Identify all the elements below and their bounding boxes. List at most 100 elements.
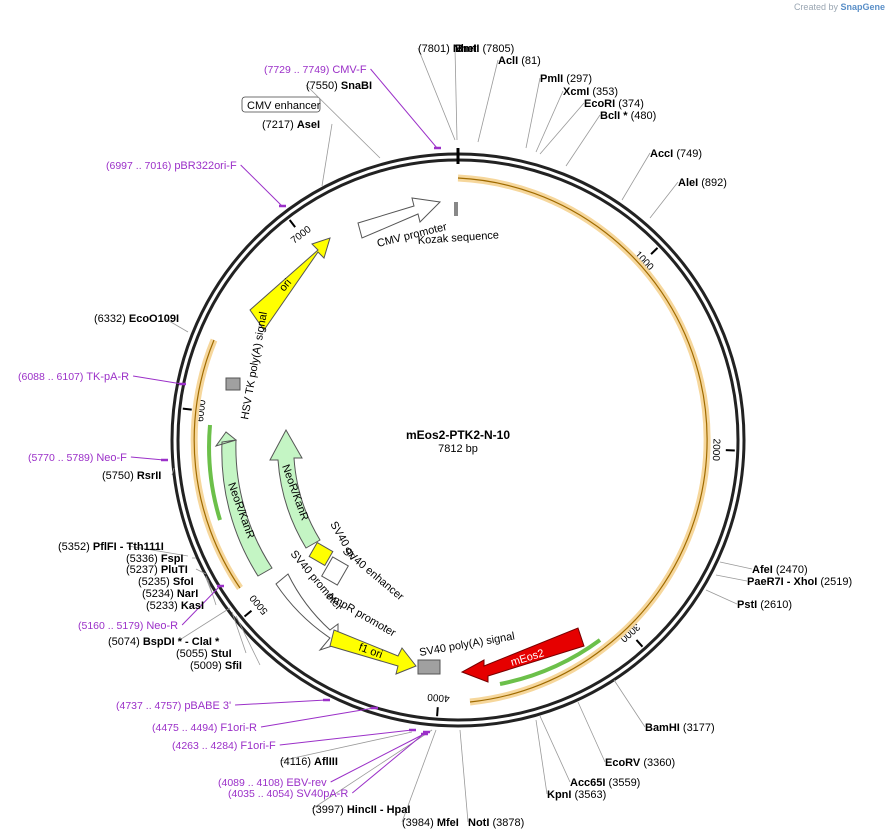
primer-label: (7729 .. 7749) CMV-F — [264, 64, 367, 76]
tick-label: 2000 — [710, 438, 722, 461]
enzyme-label: PaeR7I - XhoI (2519) — [747, 576, 852, 588]
enzyme-label: (4116) AflIII — [280, 756, 338, 768]
plasmid-name: mEos2-PTK2-N-10 — [406, 428, 510, 442]
enzyme-position: (3997) — [312, 804, 344, 816]
neokan-inner-arrow — [269, 428, 321, 549]
enzyme-position: (2519) — [820, 576, 852, 588]
enzyme-label: BclI * (480) — [600, 110, 656, 122]
primer-leader — [181, 585, 221, 626]
primer-leader — [235, 699, 327, 706]
enzyme-position: (7805) — [483, 43, 515, 55]
enzyme-position: (5234) — [142, 588, 174, 600]
tick-label: 5000 — [248, 592, 271, 616]
enzyme-leader — [613, 679, 646, 728]
enzyme-name: SfoI — [173, 576, 194, 588]
enzyme-label: (5352) PflFI - Tth111I — [58, 541, 164, 553]
enzyme-leader — [565, 114, 601, 167]
enzyme-name: NheI — [453, 43, 477, 55]
primer-leader — [240, 164, 283, 207]
enzyme-position: (5233) — [146, 600, 178, 612]
enzyme-name: PluTI — [161, 564, 188, 576]
credit-prefix: Created by — [793, 2, 838, 12]
cds-arc-orange-1-core — [457, 177, 708, 649]
enzyme-leader — [127, 545, 189, 557]
enzyme-position: (5074) — [108, 636, 140, 648]
enzyme-label: PstI (2610) — [737, 599, 792, 611]
primer-label: (4089 .. 4108) EBV-rev — [218, 777, 327, 789]
enzyme-label: (5233) KasI — [146, 600, 204, 612]
tick-label: 4000 — [427, 691, 450, 704]
enzyme-leader — [525, 77, 541, 149]
primer-name: Neo-F — [96, 452, 127, 464]
enzyme-leader — [719, 561, 753, 570]
enzyme-name: Acc65I — [570, 777, 605, 789]
primer-range: (7729 .. 7749) — [264, 64, 329, 76]
enzyme-leader — [401, 729, 437, 823]
primer-range: (5770 .. 5789) — [28, 452, 93, 464]
primer-label: (4263 .. 4284) F1ori-F — [172, 740, 276, 752]
enzyme-leader — [477, 59, 499, 143]
enzyme-leader — [417, 47, 456, 141]
enzyme-leader — [205, 577, 213, 594]
enzyme-label: (5235) SfoI — [138, 576, 194, 588]
enzyme-position: (6332) — [94, 313, 126, 325]
enzyme-name: AflIII — [314, 756, 338, 768]
enzyme-position: (7550) — [306, 80, 338, 92]
enzyme-label: (5336) FspI — [126, 553, 183, 565]
enzyme-label: AclI (81) — [498, 55, 541, 67]
enzyme-position: (2610) — [760, 599, 792, 611]
enzyme-label: Acc65I (3559) — [570, 777, 640, 789]
enzyme-name: XcmI — [563, 86, 589, 98]
enzyme-leader — [171, 467, 175, 476]
enzyme-name: BmtI — [455, 43, 479, 55]
enzyme-position: (480) — [631, 110, 657, 122]
snapgene-credit: Created by SnapGene — [794, 2, 885, 12]
primer-range: (4263 .. 4284) — [172, 740, 237, 752]
enzyme-leader — [279, 731, 413, 762]
primer-name: F1ori-R — [220, 722, 257, 734]
enzyme-position: (749) — [676, 148, 702, 160]
primer-label: (5160 .. 5179) Neo-R — [78, 620, 178, 632]
sv40-enhancer-label: SV40 enhancer — [340, 545, 406, 603]
neokan-outer-arrow — [214, 431, 273, 577]
enzyme-label: (5009) SfiI — [190, 660, 242, 672]
primer-range: (4475 .. 4494) — [152, 722, 217, 734]
enzyme-name: NarI — [177, 588, 198, 600]
enzyme-name-2: HpaI — [387, 804, 411, 816]
enzyme-leader — [235, 615, 261, 666]
enzyme-name: BclI * — [600, 110, 628, 122]
enzyme-name: SnaBI — [341, 80, 372, 92]
enzyme-name: PflFI — [93, 541, 117, 553]
tick-6000 — [182, 407, 192, 411]
enzyme-leader — [321, 123, 333, 187]
primer-label: (6997 .. 7016) pBR322ori-F — [106, 160, 237, 172]
enzyme-name: BspDI * — [143, 636, 183, 648]
cds-arc-orange-2-core — [469, 647, 605, 703]
tick-marks — [182, 148, 735, 717]
enzyme-leader — [535, 90, 564, 153]
enzyme-leader — [195, 568, 207, 575]
enzyme-name: AleI — [678, 177, 698, 189]
primer-leader — [130, 456, 165, 461]
enzyme-position: (374) — [618, 98, 644, 110]
enzyme-position: (5009) — [190, 660, 222, 672]
enzyme-name: KpnI — [547, 789, 571, 801]
enzyme-label: BmtI (7805) — [455, 43, 514, 55]
enzyme-leader — [163, 317, 189, 333]
enzyme-label: BamHI (3177) — [645, 722, 715, 734]
enzyme-name: EcoRI — [584, 98, 615, 110]
primer-label: (4035 .. 4054) SV40pA-R — [228, 788, 348, 800]
f1-ori-arrow — [329, 629, 417, 675]
enzyme-label: EcoRI (374) — [584, 98, 644, 110]
tick-4000 — [436, 707, 439, 717]
primer-range: (6997 .. 7016) — [106, 160, 171, 172]
enzyme-name: AccI — [650, 148, 673, 160]
enzyme-position: (5237) — [126, 564, 158, 576]
enzyme-label: (7550) SnaBI — [306, 80, 372, 92]
primer-range: (5160 .. 5179) — [78, 620, 143, 632]
enzyme-name-2: Tth111I — [126, 541, 163, 553]
enzyme-label: (5234) NarI — [142, 588, 198, 600]
enzyme-label: AleI (892) — [678, 177, 727, 189]
enzyme-label: (5750) RsrII — [102, 470, 161, 482]
enzyme-name: KasI — [181, 600, 204, 612]
